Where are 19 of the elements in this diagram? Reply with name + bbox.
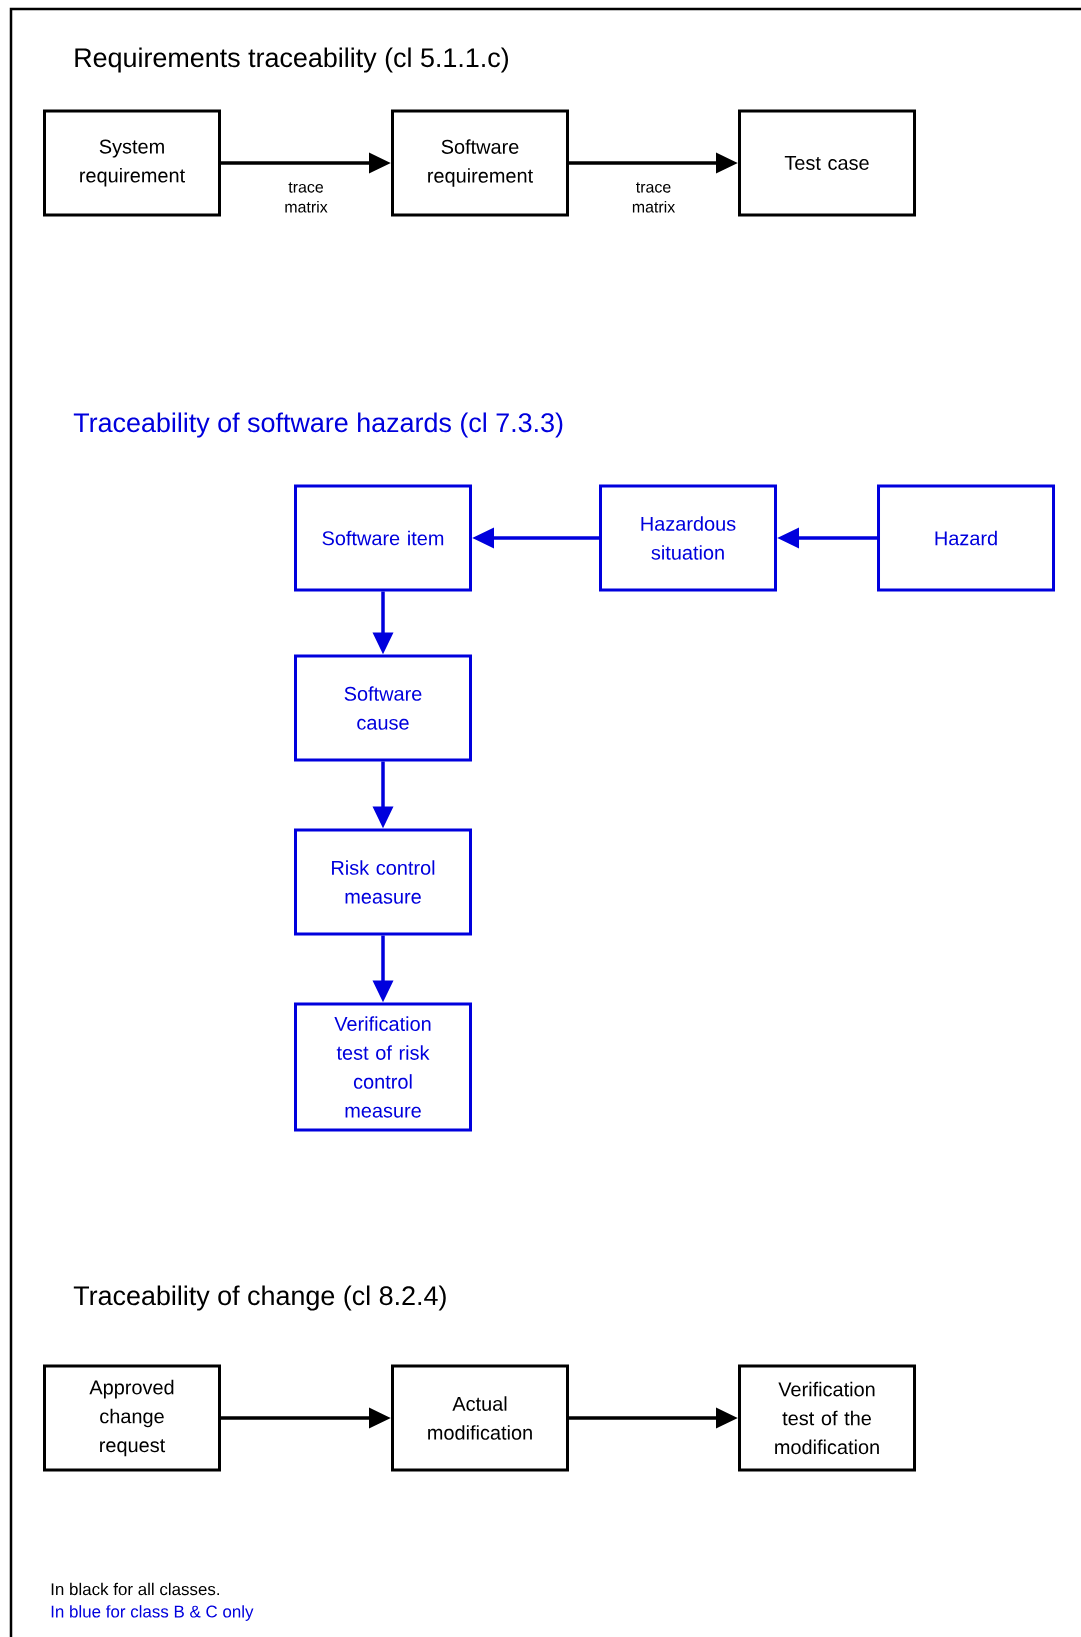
process-box: Risk control measure: [294, 828, 472, 936]
section-heading: Requirements traceability (cl 5.1.1.c): [75, 47, 508, 73]
process-box: Software requirement: [391, 109, 569, 217]
process-box: Actual modification: [391, 1364, 569, 1472]
edge-label: trace matrix: [275, 181, 337, 214]
edge-label: trace matrix: [622, 181, 685, 214]
process-box: Software cause: [294, 654, 472, 762]
process-box: System requirement: [43, 109, 221, 217]
process-box: Hazardous situation: [599, 484, 777, 592]
process-box: Hazard: [877, 484, 1055, 592]
legend-note: In black for all classes.: [51, 1582, 219, 1596]
legend-note: In blue for class B & C only: [51, 1605, 254, 1621]
section-heading: Traceability of software hazards (cl 7.3.3): [73, 412, 563, 438]
process-box: Verification test of the modification: [738, 1364, 916, 1472]
process-box: Verification test of risk control measure: [294, 1002, 472, 1132]
process-box: Approved change request: [43, 1364, 221, 1472]
section-heading: Traceability of change (cl 8.2.4): [73, 1285, 446, 1311]
process-box: Test case: [738, 109, 916, 217]
process-box: Software item: [294, 484, 472, 592]
